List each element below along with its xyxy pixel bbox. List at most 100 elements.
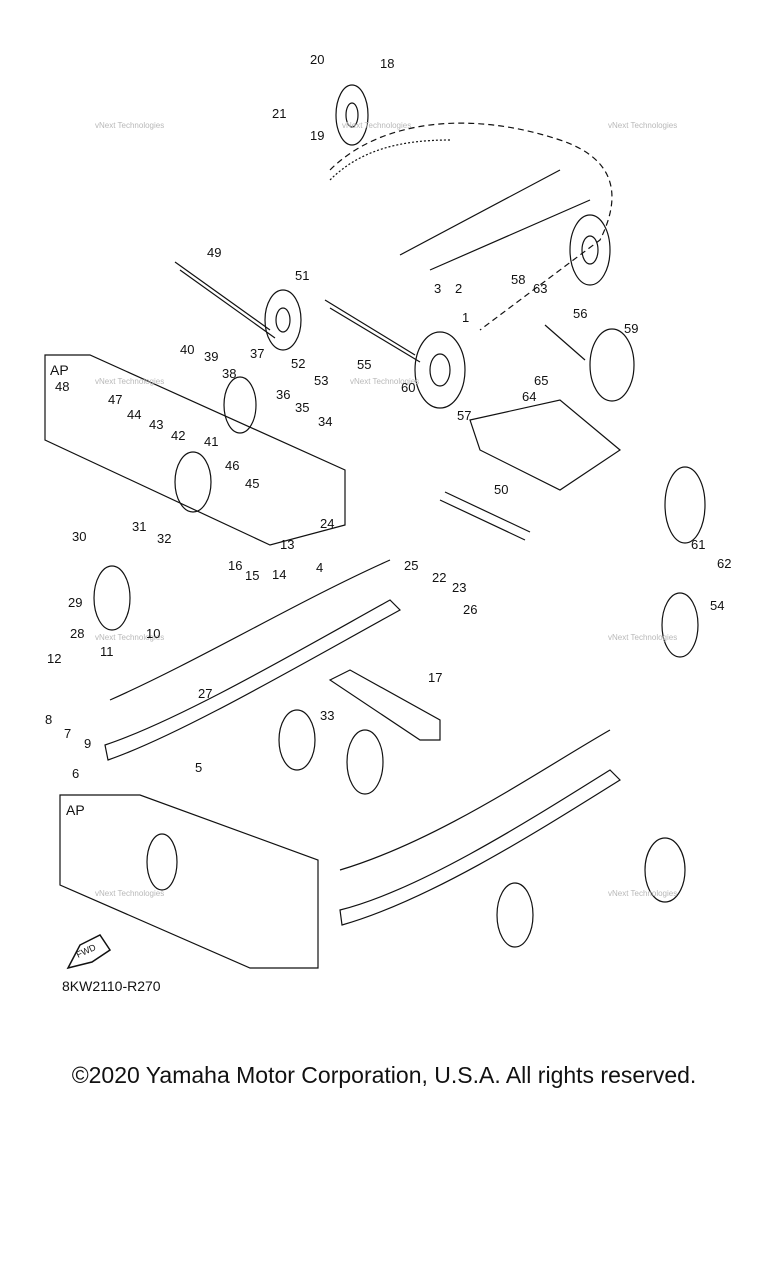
watermark: vNext Technologies [95,377,164,386]
callout-52: 52 [291,356,305,371]
wheel-60-lower [664,466,706,544]
idler-wheel-top [335,84,369,146]
callout-2: 2 [455,281,462,296]
callout-36: 36 [276,387,290,402]
callout-10: 10 [146,626,160,641]
callout-57: 57 [457,408,471,423]
wheel-28-center [346,729,384,795]
callout-43: 43 [149,417,163,432]
watermark: vNext Technologies [350,377,419,386]
fwd-label: FWD [75,942,98,960]
callout-18: 18 [380,56,394,71]
callout-40: 40 [180,342,194,357]
watermark: vNext Technologies [608,121,677,130]
callout-26: 26 [463,602,477,617]
track-outline [329,122,613,331]
watermark: vNext Technologies [342,121,411,130]
ap-box-upper [44,354,346,546]
callout-51: 51 [295,268,309,283]
callout-35: 35 [295,400,309,415]
wheel-28-right [496,882,534,948]
callout-55: 55 [357,357,371,372]
right-rail-inner [339,729,611,871]
callout-56: 56 [573,306,587,321]
left-rail-inner [109,559,391,701]
shaft-56 [544,324,586,361]
wheel-37-upper [223,376,257,434]
callout-45: 45 [245,476,259,491]
callout-13: 13 [280,537,294,552]
left-rail [104,599,401,761]
callout-59: 59 [624,321,638,336]
callout-21: 21 [272,106,286,121]
callout-54: 54 [710,598,724,613]
callout-48: 48 [55,379,69,394]
parts-diagram: vNext Technologies vNext Technologies vN… [44,52,731,970]
callout-34: 34 [318,414,332,429]
copyright-text: ©2020 Yamaha Motor Corporation, U.S.A. A… [71,1062,697,1088]
callout-17: 17 [428,670,442,685]
callout-39: 39 [204,349,218,364]
wheel-59 [589,328,635,402]
callout-14: 14 [272,567,286,582]
callout-16: 16 [228,558,242,573]
callout-38: 38 [222,366,236,381]
watermark: vNext Technologies [95,121,164,130]
callout-24: 24 [320,516,334,531]
callout-64: 64 [522,389,536,404]
callout-30: 30 [72,529,86,544]
callout-11: 11 [100,644,114,659]
wheel-41-upper [174,451,212,513]
callout-7: 7 [64,726,71,741]
callout-41: 41 [204,434,218,449]
callout-9: 9 [84,736,91,751]
callout-33: 33 [320,708,334,723]
callout-65: 65 [534,373,548,388]
callout-42: 42 [171,428,185,443]
callout-49: 49 [207,245,221,260]
callout-47: 47 [108,392,122,407]
diagram-code: 8KW2110-R270 [62,978,161,994]
callout-62: 62 [717,556,731,571]
callout-4: 4 [316,560,323,575]
idler-wheel-right [569,214,611,286]
callout-23: 23 [452,580,466,595]
callout-25: 25 [404,558,418,573]
callout-31: 31 [132,519,146,534]
callout-32: 32 [157,531,171,546]
wheel-60-upper [414,331,466,409]
watermark: vNext Technologies [608,633,677,642]
shaft-55 [324,299,416,356]
callout-61: 61 [691,537,705,552]
callout-44: 44 [127,407,141,422]
callout-8: 8 [45,712,52,727]
callout-29: 29 [68,595,82,610]
ap-box-lower [59,794,319,969]
wheel-51-upper [264,289,302,351]
callout-22: 22 [432,570,446,585]
callout-12: 12 [47,651,61,666]
shaft-50 [439,499,526,541]
wheel-28-left [93,565,131,631]
callout-37: 37 [250,346,264,361]
callout-60: 60 [401,380,415,395]
callout-46: 46 [225,458,239,473]
callout-28: 28 [70,626,84,641]
rear-arm [469,399,622,491]
callout-5: 5 [195,760,202,775]
wheel-28-mid [278,709,316,771]
bracket-17 [328,669,441,741]
callout-1: 1 [462,310,469,325]
callout-15: 15 [245,568,259,583]
wheel-51-lower [661,592,699,658]
watermark: vNext Technologies [95,633,164,642]
right-rail [339,769,621,926]
callout-27: 27 [198,686,212,701]
wheel-37-lower [644,837,686,903]
callout-20: 20 [310,52,324,67]
ap-label-upper: AP [50,362,69,378]
fwd-arrow-icon [66,934,112,970]
callout-6: 6 [72,766,79,781]
wheel-41-lower [146,833,178,891]
shaft-49 [174,261,271,331]
